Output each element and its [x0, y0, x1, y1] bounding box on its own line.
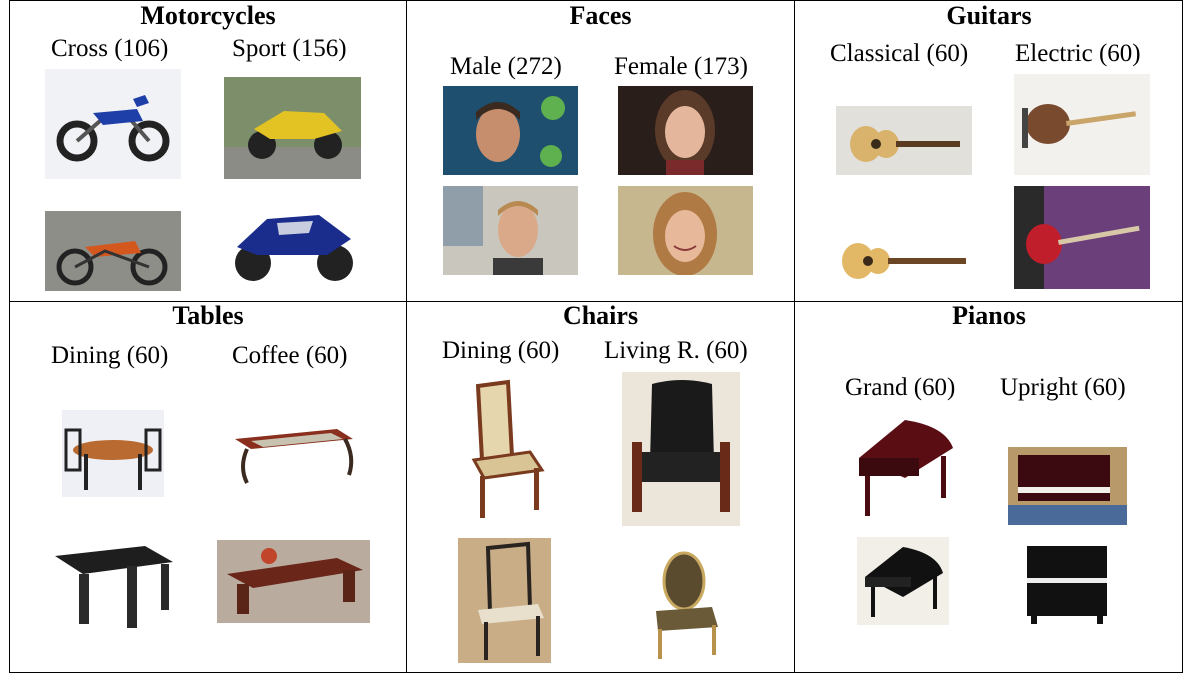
- class-label-electric: Electric (60): [1015, 40, 1141, 67]
- female-face-image: [618, 186, 753, 275]
- dining-table-image: [62, 410, 164, 497]
- dining-table-image: [45, 522, 181, 658]
- classical-guitar-image: [836, 106, 972, 175]
- class-label-grand: Grand (60): [845, 374, 956, 401]
- class-label-classical: Classical (60): [830, 40, 969, 67]
- living-room-chair-image: [634, 547, 728, 664]
- column-divider-1: [406, 0, 407, 673]
- female-face-image: [618, 86, 753, 175]
- class-label-sport: Sport (156): [232, 35, 347, 62]
- classical-guitar-image: [836, 233, 972, 289]
- class-label-cross: Cross (106): [51, 35, 169, 62]
- male-face-image: [443, 86, 578, 175]
- panel-title: Guitars: [946, 1, 1032, 30]
- class-label-coffee: Coffee (60): [232, 342, 348, 369]
- row-divider: [9, 301, 1183, 302]
- male-face-image: [443, 186, 578, 275]
- column-divider-2: [794, 0, 795, 673]
- upright-piano-image: [1021, 540, 1113, 626]
- cross-motorcycle-image: [45, 211, 181, 291]
- class-label-dining: Dining (60): [442, 337, 560, 364]
- dining-chair-image: [458, 538, 551, 663]
- electric-guitar-image: [1014, 74, 1150, 175]
- cross-motorcycle-image: [45, 69, 181, 179]
- panel-title: Motorcycles: [140, 1, 276, 30]
- sport-motorcycle-image: [217, 189, 369, 291]
- electric-guitar-image: [1014, 186, 1150, 289]
- grand-piano-image: [857, 537, 949, 625]
- coffee-table-image: [227, 377, 360, 510]
- dining-chair-image: [446, 376, 563, 526]
- living-room-chair-image: [622, 372, 740, 526]
- class-label-living-room: Living R. (60): [604, 337, 748, 364]
- panel-title: Faces: [569, 1, 632, 30]
- panel-title: Chairs: [562, 301, 639, 330]
- panel-title: Pianos: [952, 301, 1026, 330]
- class-label-female: Female (173): [614, 53, 748, 80]
- grand-piano-image: [845, 408, 963, 525]
- coffee-table-image: [217, 540, 370, 623]
- class-label-dining: Dining (60): [51, 342, 169, 369]
- figure-frame: [9, 0, 1183, 673]
- class-label-male: Male (272): [450, 53, 562, 80]
- sport-motorcycle-image: [224, 77, 361, 179]
- upright-piano-image: [1008, 447, 1127, 525]
- panel-title: Tables: [172, 301, 244, 330]
- class-label-upright: Upright (60): [1000, 374, 1126, 401]
